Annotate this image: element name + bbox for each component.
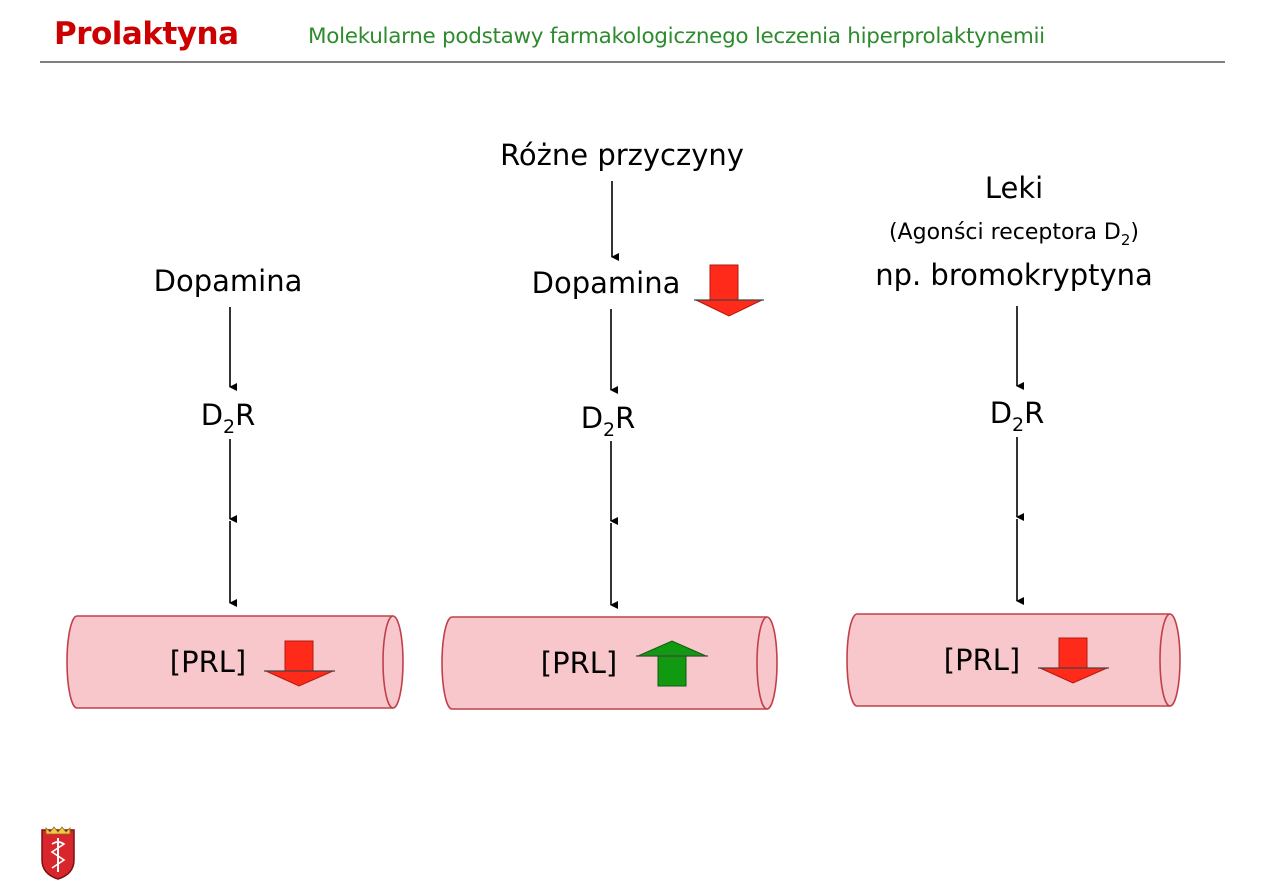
receptor-label-3: D2R	[990, 396, 1045, 436]
various-causes-label: Różne przyczyny	[500, 138, 744, 172]
university-crest-icon	[41, 826, 75, 880]
prl-level-label-3: [PRL]	[944, 643, 1020, 677]
drugs-label: Leki	[985, 171, 1043, 205]
slide-title: Prolaktyna	[54, 16, 239, 52]
slide-subtitle: Molekularne podstawy farmakologicznego l…	[308, 24, 1045, 49]
red-down-arrow-icon	[694, 264, 764, 317]
red-down-arrow-icon	[1038, 637, 1109, 684]
prl-level-label-2: [PRL]	[541, 646, 617, 680]
bromocriptine-example-label: np. bromokryptyna	[875, 258, 1153, 292]
dopamine-label-1: Dopamina	[154, 264, 303, 298]
receptor-label-1: D2R	[201, 398, 256, 438]
blood-vessel-3: [PRL]	[846, 613, 1181, 707]
column-drugs: Leki (Agonści receptora D2) np. bromokry…	[875, 171, 1153, 605]
red-down-arrow-icon	[264, 640, 335, 687]
green-up-arrow-icon	[636, 640, 708, 687]
header-divider	[40, 61, 1225, 63]
column-various-causes: Różne przyczyny Dopamina D2R	[500, 138, 764, 609]
d2-agonists-label: (Agonści receptora D2)	[889, 220, 1139, 249]
column-dopamine-normal: Dopamina D2R	[154, 264, 303, 607]
dopamine-label-2: Dopamina	[532, 266, 681, 300]
slide-header: Prolaktyna Molekularne podstawy farmakol…	[40, 10, 1225, 54]
blood-vessel-2: [PRL]	[441, 616, 778, 710]
blood-vessel-1: [PRL]	[66, 615, 404, 709]
prl-level-label-1: [PRL]	[170, 645, 246, 679]
receptor-label-2: D2R	[581, 401, 636, 441]
